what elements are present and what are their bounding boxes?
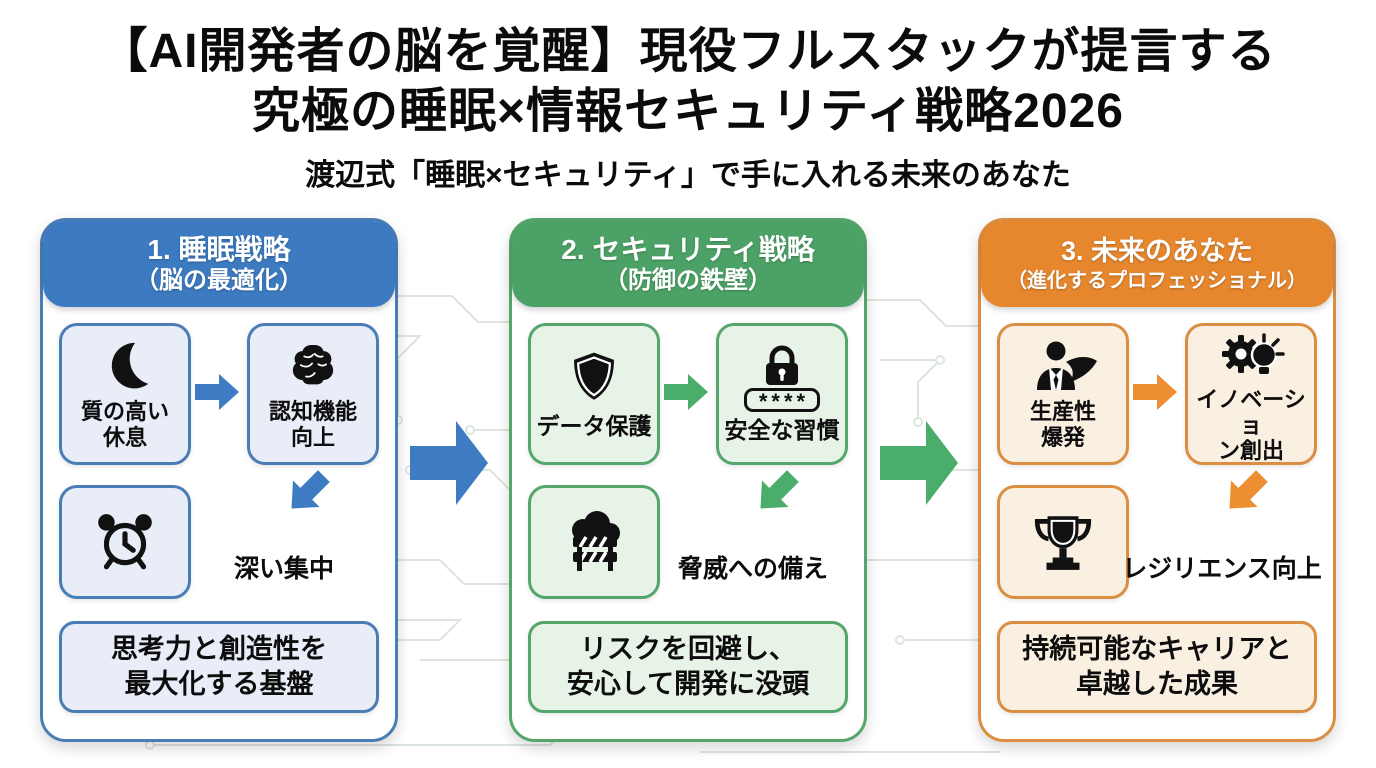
step-arrow-right-icon — [1133, 374, 1177, 410]
step-arrow-right-icon — [195, 374, 239, 410]
step-arrow-diagonal-icon — [760, 470, 799, 509]
pillar-header-title: 1. 睡眠戦略 — [147, 234, 291, 266]
step-arrow-diagonal-icon — [291, 470, 330, 509]
pillar2-to-pillar3-arrow-icon — [880, 421, 958, 505]
cloud-barrier-icon — [559, 510, 629, 574]
pillar-card-security: 2. セキュリティ戦略 （防御の鉄壁） データ保護 — [509, 218, 867, 742]
pillar-header: 2. セキュリティ戦略 （防御の鉄壁） — [512, 221, 864, 307]
shield-icon — [565, 348, 623, 408]
step-label: 認知機能 向上 — [268, 398, 357, 450]
step-label: 質の高い 休息 — [80, 398, 169, 450]
step-label: 安全な習慣 — [724, 416, 840, 443]
step-box-alarm — [59, 485, 191, 599]
pillar-header-title: 2. セキュリティ戦略 — [561, 234, 815, 266]
summary-box: 持続可能なキャリアと 卓越した成果 — [997, 621, 1317, 713]
pillar-header-subtitle: （進化するプロフェッショナル） — [1007, 269, 1307, 292]
businessman-cape-icon — [1026, 338, 1100, 394]
step-box-safe-habits: **** 安全な習慣 — [716, 323, 848, 465]
summary-box: 思考力と創造性を 最大化する基盤 — [59, 621, 379, 713]
outcome-label: 脅威への備え — [677, 555, 828, 583]
step-box-threat-barrier — [528, 485, 660, 599]
pillar-header-subtitle: （防御の鉄壁） — [604, 267, 772, 295]
step-box-trophy — [997, 485, 1129, 599]
step-label: 生産性 爆発 — [1029, 398, 1096, 450]
step-box-quality-rest: 質の高い 休息 — [59, 323, 191, 465]
alarm-clock-icon — [92, 509, 158, 575]
step-arrow-right-icon — [664, 374, 708, 410]
pillar-card-future: 3. 未来のあなた （進化するプロフェッショナル） 生産性 爆発 — [978, 218, 1336, 742]
step-arrow-diagonal-icon — [1229, 470, 1268, 509]
gear-lightbulb-icon — [1217, 324, 1285, 382]
step-box-productivity: 生産性 爆発 — [997, 323, 1129, 465]
summary-box: リスクを回避し、 安心して開発に没頭 — [528, 621, 848, 713]
pillar1-to-pillar2-arrow-icon — [410, 421, 488, 505]
pillar-card-sleep: 1. 睡眠戦略 （脳の最適化） 質の高い 休息 認知機能 向上 — [40, 218, 398, 742]
step-label: イノベーショ ン創出 — [1196, 386, 1306, 464]
password-lock-icon: **** — [743, 344, 821, 412]
moon-icon — [96, 338, 154, 394]
step-box-data-protection: データ保護 — [528, 323, 660, 465]
brain-icon — [282, 338, 344, 394]
title-line-1: 【AI開発者の脳を覚醒】現役フルスタックが提言する — [99, 25, 1277, 78]
outcome-label: 深い集中 — [233, 555, 334, 583]
pillar-header-title: 3. 未来のあなた — [1060, 236, 1254, 267]
pillar-header: 1. 睡眠戦略 （脳の最適化） — [43, 221, 395, 307]
step-box-cognition: 認知機能 向上 — [247, 323, 379, 465]
password-dots: **** — [743, 387, 821, 412]
title-line-2: 究極の睡眠×情報セキュリティ戦略2026 — [252, 85, 1124, 138]
trophy-icon — [1030, 511, 1096, 573]
pillar-header: 3. 未来のあなた （進化するプロフェッショナル） — [981, 221, 1333, 307]
subtitle: 渡辺式「睡眠×セキュリティ」で手に入れる未来のあなた — [305, 159, 1071, 192]
step-label: データ保護 — [536, 412, 652, 439]
outcome-label: レジリエンス向上 — [1122, 555, 1322, 583]
step-box-innovation: イノベーショ ン創出 — [1185, 323, 1317, 465]
pillar-header-subtitle: （脳の最適化） — [135, 267, 303, 295]
